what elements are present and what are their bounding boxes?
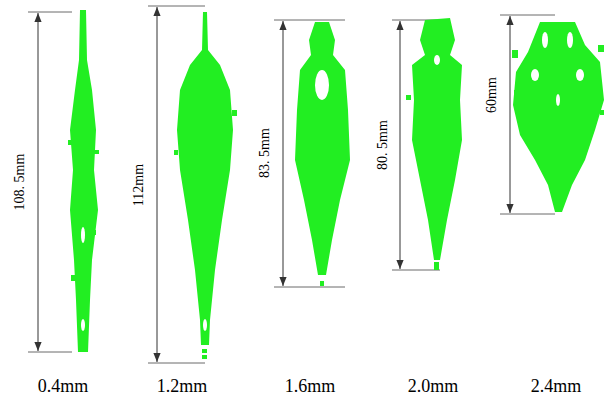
dimension-label: 80. 5mm — [376, 120, 390, 170]
spray-plumes — [68, 10, 604, 359]
dimension-label: 112mm — [132, 164, 146, 206]
plume-gaps — [81, 32, 584, 331]
nozzle-diameter-label: 1.6mm — [285, 377, 336, 395]
extension-lines — [28, 6, 555, 363]
dimension-label: 83. 5mm — [258, 128, 272, 178]
nozzle-diameter-label: 2.0mm — [408, 377, 459, 395]
nozzle-diameter-label: 1.2mm — [157, 377, 208, 395]
dimension-label: 108. 5mm — [13, 154, 27, 211]
dimension-arrows — [38, 7, 510, 362]
nozzle-diameter-label: 2.4mm — [531, 377, 582, 395]
nozzle-diameter-label: 0.4mm — [38, 377, 89, 395]
dimension-label: 60mm — [485, 77, 499, 113]
